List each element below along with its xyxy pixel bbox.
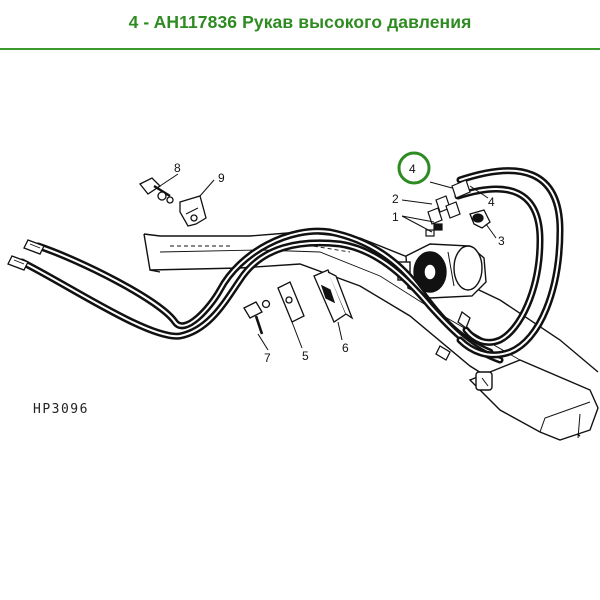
callout-5: 5 — [302, 349, 309, 363]
bolt-7 — [243, 299, 271, 335]
hose-fittings — [425, 179, 471, 237]
callout-7: 7 — [264, 351, 271, 365]
highlighted-callout-4[interactable]: 4 — [397, 151, 431, 185]
callout-leaders — [159, 173, 497, 351]
clamp-block-6 — [313, 269, 354, 323]
bolt-8 — [138, 177, 174, 204]
hose-end-fitting-left — [7, 239, 45, 271]
callout-2: 2 — [392, 192, 399, 206]
callout-9: 9 — [218, 171, 225, 185]
diagram-reference-code: HP3096 — [33, 402, 89, 417]
hose-clamp — [435, 310, 471, 361]
mounting-bracket-9 — [179, 195, 207, 227]
callout-6: 6 — [342, 341, 349, 355]
clamp-plate-5 — [277, 281, 305, 323]
frame-beam — [143, 231, 599, 441]
callout-8: 8 — [174, 161, 181, 175]
title-divider — [0, 48, 600, 50]
page-title: 4 - AH117836 Рукав высокого давления — [128, 12, 472, 32]
callout-4-circled: 4 — [409, 162, 416, 176]
exploded-parts-diagram: 8 9 2 1 3 4 7 5 6 4 — [7, 151, 599, 441]
callout-1: 1 — [392, 210, 399, 224]
hydraulic-hose-pair — [18, 167, 564, 364]
elbow-fitting — [469, 209, 491, 229]
callout-3: 3 — [498, 234, 505, 248]
callout-4: 4 — [488, 195, 495, 209]
